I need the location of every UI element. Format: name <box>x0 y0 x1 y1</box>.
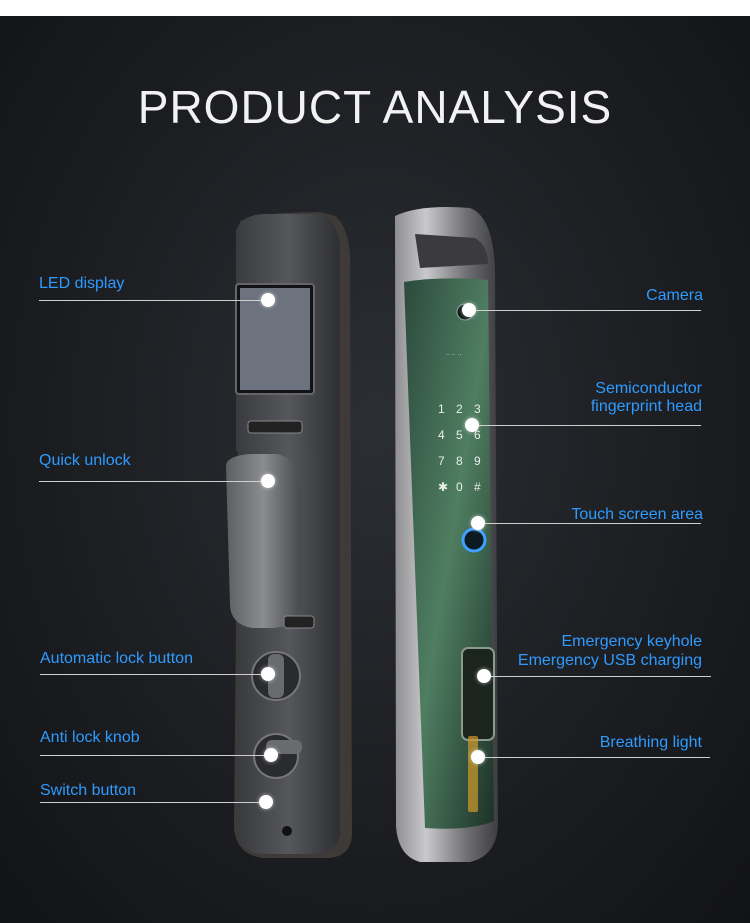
anti-lock-knob-leader <box>40 755 272 756</box>
keypad-key[interactable]: 6 <box>474 428 481 442</box>
keypad-key[interactable]: 7 <box>438 454 445 468</box>
camera-leader <box>468 310 701 311</box>
product-stage: PRODUCT ANALYSIS <box>0 16 750 923</box>
quick-unlock-leader <box>39 481 269 482</box>
keyhole-leader <box>484 676 711 677</box>
camera-marker <box>462 303 476 317</box>
touch-screen-label: Touch screen area <box>571 506 703 523</box>
automatic-lock-button-leader <box>40 674 268 675</box>
keypad-key[interactable]: 9 <box>474 454 481 468</box>
led-display-leader <box>39 300 269 301</box>
led-display-marker <box>261 293 275 307</box>
fingerprint-leader <box>472 425 701 426</box>
automatic-lock-button-marker <box>261 667 275 681</box>
keypad-key[interactable]: 3 <box>474 402 481 416</box>
svg-text:·· ·· ··: ·· ·· ·· <box>446 352 461 358</box>
fingerprint-label-line2: fingerprint head <box>590 398 702 415</box>
camera-label: Camera <box>646 287 703 304</box>
keypad-key[interactable]: 0 <box>456 480 463 494</box>
keypad-key[interactable]: 1 <box>438 402 445 416</box>
outer-lock-panel: ·· ·· ·· <box>395 207 498 862</box>
smart-lock-illustration: ·· ·· ·· <box>226 207 498 862</box>
inner-lock-panel <box>226 212 352 858</box>
keyhole-label-line1: Emergency keyhole <box>561 633 702 650</box>
anti-lock-knob-marker <box>264 748 278 762</box>
keyhole-label-line2: Emergency USB charging <box>517 652 702 669</box>
keypad-key[interactable]: 2 <box>456 402 463 416</box>
breathing-light-label: Breathing light <box>599 734 702 751</box>
keypad-key[interactable]: 8 <box>456 454 463 468</box>
keypad-key[interactable]: # <box>474 480 481 494</box>
touch-screen-leader <box>478 523 701 524</box>
fingerprint-marker <box>465 418 479 432</box>
keypad-key[interactable]: 4 <box>438 428 445 442</box>
fingerprint-label-line1: Semiconductor <box>595 380 702 397</box>
touch-screen-marker <box>471 516 485 530</box>
quick-unlock-label: Quick unlock <box>39 452 131 469</box>
led-display-label: LED display <box>39 275 125 292</box>
keypad-key[interactable]: 5 <box>456 428 463 442</box>
breathing-light-marker <box>471 750 485 764</box>
anti-lock-knob-label: Anti lock knob <box>40 729 140 746</box>
automatic-lock-button-label: Automatic lock button <box>40 650 193 667</box>
switch-button-leader <box>40 802 266 803</box>
breathing-light-leader <box>478 757 710 758</box>
page-title: PRODUCT ANALYSIS <box>137 81 613 133</box>
switch-button-marker <box>259 795 273 809</box>
keyhole-marker <box>477 669 491 683</box>
keypad: 1 2 3 4 5 6 7 8 9 ✱ 0 # <box>438 402 498 494</box>
quick-unlock-marker <box>261 474 275 488</box>
switch-button-label: Switch button <box>40 782 137 799</box>
keypad-key[interactable]: ✱ <box>438 480 449 494</box>
